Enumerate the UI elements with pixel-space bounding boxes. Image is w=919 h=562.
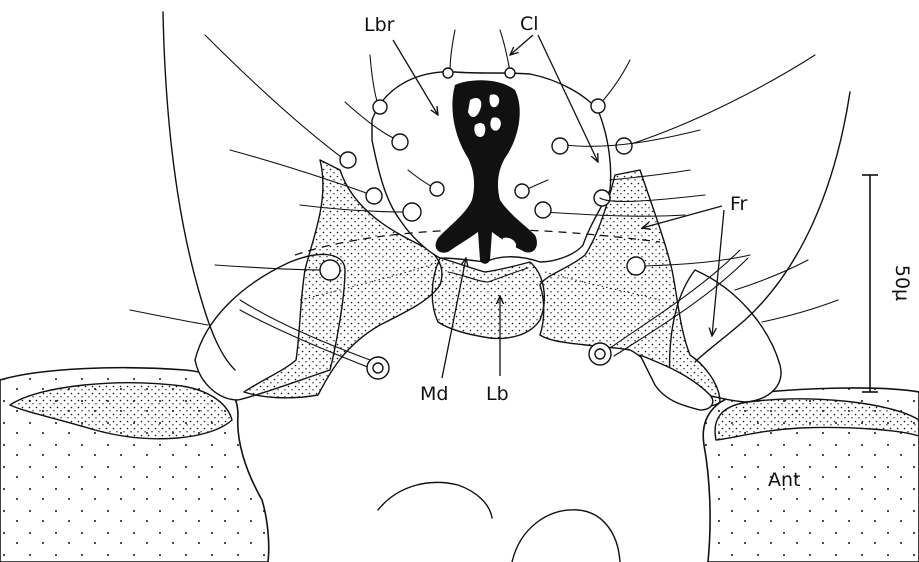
label-ant: Ant [768,469,801,491]
scale-label: 50µ [891,265,913,301]
scale-bar: 50µ [862,175,913,392]
buccal-curve-left [378,482,492,518]
label-md: Md [420,383,448,405]
label-lb: Lb [486,383,509,405]
buccal-curve-right [512,510,620,562]
labium [432,258,544,338]
label-cl: Cl [520,13,539,35]
label-fr: Fr [730,193,748,215]
label-lbr: Lbr [364,14,395,36]
antenna-right [703,388,919,562]
